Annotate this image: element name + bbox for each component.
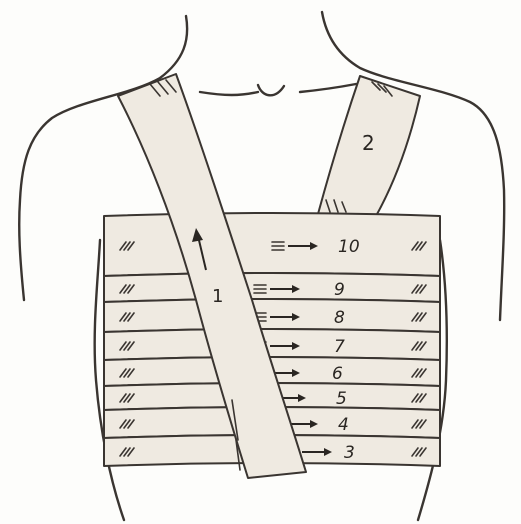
turn-label: 3	[344, 443, 355, 463]
strap-1-label: 1	[212, 286, 223, 307]
turn-band	[104, 213, 440, 276]
strap-2: 2	[318, 76, 420, 216]
turn-label: 5	[336, 389, 347, 409]
turn-label: 6	[332, 364, 343, 384]
turn-label: 9	[334, 280, 345, 300]
jugular-notch	[258, 85, 284, 95]
turn-8: 8	[104, 299, 440, 332]
turn-band	[104, 273, 440, 302]
turn-label: 8	[334, 308, 345, 328]
right-clavicle	[300, 84, 356, 92]
turn-label: 4	[338, 415, 349, 435]
turn-label: 10	[338, 237, 360, 257]
turn-label: 7	[334, 337, 345, 357]
turn-band	[104, 329, 440, 360]
left-clavicle	[200, 92, 258, 95]
turn-7: 7	[104, 329, 440, 360]
turn-9: 9	[104, 273, 440, 302]
strap-2-label: 2	[362, 131, 375, 155]
turn-10: 10	[104, 213, 440, 276]
turn-band	[104, 299, 440, 332]
